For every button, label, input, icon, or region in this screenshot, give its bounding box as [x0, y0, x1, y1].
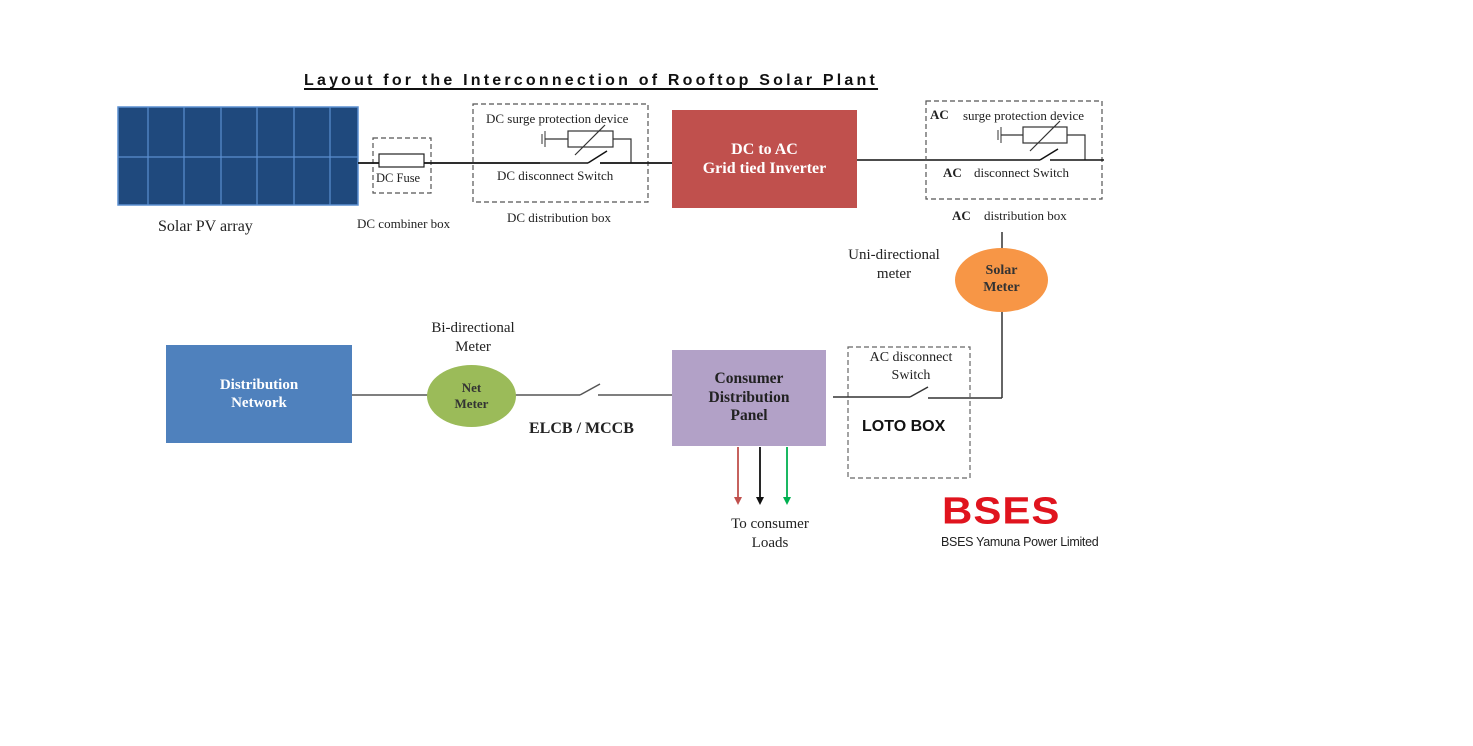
diagram-title: Layout for the Interconnection of Roofto… [304, 72, 879, 89]
consumer-distribution-panel[interactable]: Consumer Distribution Panel [672, 350, 826, 446]
varistor-icon [1022, 126, 1068, 144]
elcb-mccb-label: ELCB / MCCB [529, 420, 634, 437]
elcb-mccb-switch[interactable] [515, 383, 672, 396]
bses-logo: BSES [942, 489, 1061, 532]
fuse-icon [378, 153, 425, 168]
ac-distribution-box [925, 100, 1103, 200]
ac-distribution-box-label: distribution box [984, 208, 1067, 223]
ac-disconnect-switch[interactable] [1039, 148, 1104, 161]
uni-directional-meter-label: Uni-directional meter [848, 247, 940, 282]
arrow-down-icon [783, 447, 791, 505]
bi-directional-meter-label: Bi-directional Meter [431, 320, 515, 355]
dc-fuse-label: DC Fuse [376, 171, 421, 185]
dc-distribution-box [472, 103, 649, 203]
solar-panel-icon [117, 106, 359, 206]
solar-meter[interactable]: Solar Meter [955, 248, 1048, 312]
ac-switch-prefix: AC [943, 165, 962, 180]
dc-surge-protection-label: DC surge protection device [486, 111, 629, 126]
distribution-network-box[interactable]: Distribution Network [166, 345, 352, 443]
ac-surge-protection-label: surge protection device [963, 108, 1085, 123]
inverter-box[interactable]: DC to AC Grid tied Inverter [672, 110, 857, 208]
ground-icon [997, 127, 1002, 143]
dc-distribution-box-label: DC distribution box [507, 210, 612, 225]
loto-box [847, 346, 971, 479]
dc-disconnect-switch-label: DC disconnect Switch [497, 168, 614, 183]
loto-ac-disconnect-label: AC disconnect Switch [869, 350, 953, 383]
dc-surge-device [541, 124, 632, 163]
inverter-line1: DC to AC [731, 140, 798, 158]
ac-caption-prefix: AC [952, 208, 971, 223]
ac-surge-prefix: AC [930, 107, 949, 122]
ac-surge-device [997, 120, 1086, 160]
ac-disconnect-switch-label: disconnect Switch [974, 165, 1069, 180]
solar-pv-array-label: Solar PV array [158, 218, 253, 235]
loto-box-label: LOTO BOX [862, 418, 946, 435]
net-meter[interactable]: Net Meter [427, 365, 516, 427]
inverter-line2: Grid tied Inverter [702, 160, 827, 177]
arrow-down-icon [734, 447, 742, 505]
dc-combiner-box [372, 137, 432, 194]
ground-icon [541, 131, 546, 147]
company-name: BSES Yamuna Power Limited [941, 535, 1099, 549]
consumer-loads-label: To consumer Loads [731, 516, 809, 551]
arrow-down-icon [756, 447, 764, 505]
loto-ac-disconnect-switch[interactable] [833, 386, 929, 398]
dc-disconnect-switch[interactable] [540, 150, 672, 164]
dc-combiner-box-label: DC combiner box [357, 216, 451, 231]
